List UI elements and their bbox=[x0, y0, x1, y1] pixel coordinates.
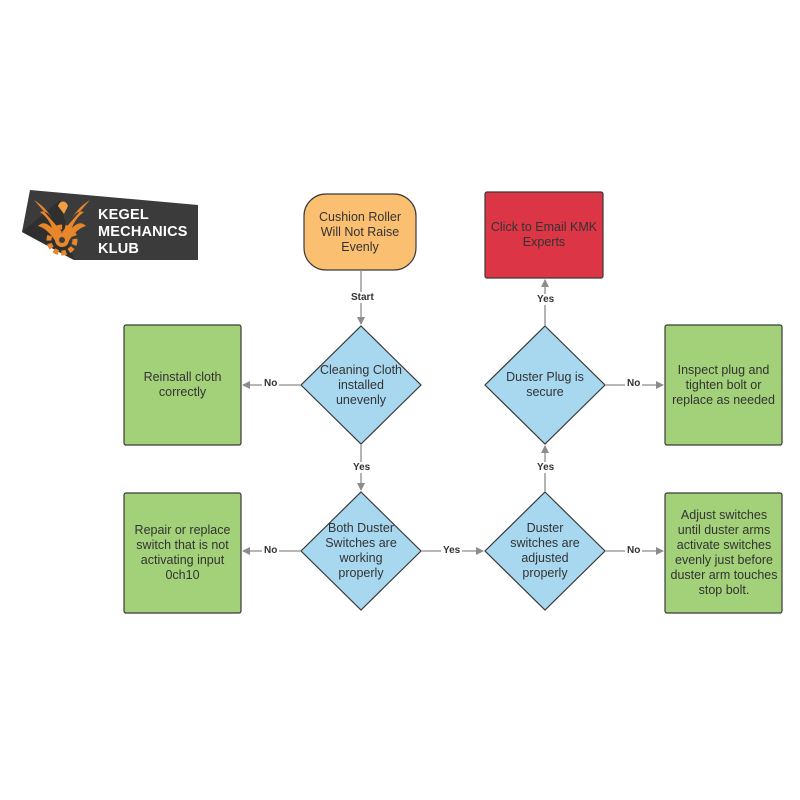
edge-label-switches-no: No bbox=[262, 545, 280, 556]
adjusted-decision-label: Duster switches are adjusted properly bbox=[510, 521, 580, 580]
inspect-action-label: Inspect plug and tighten bolt or replace… bbox=[672, 362, 775, 407]
start-node bbox=[303, 193, 417, 271]
adjust-action bbox=[664, 492, 783, 614]
switches-decision bbox=[300, 491, 422, 611]
edge-label-cloth-yes: Yes bbox=[351, 462, 373, 473]
repair-action bbox=[123, 492, 242, 614]
repair-action-label: Repair or replace switch that is not act… bbox=[134, 523, 231, 582]
logo-wordmark: KEGEL MECHANICS KLUB bbox=[98, 207, 188, 258]
edge-label-switches-yes: Yes bbox=[441, 545, 463, 556]
switches-decision-label: Both Duster Switches are working properl… bbox=[325, 521, 397, 580]
edge-label-adjusted-yes: Yes bbox=[535, 462, 557, 473]
edge-label-start: Start bbox=[349, 292, 376, 303]
edge-label-cloth-no: No bbox=[262, 378, 280, 389]
logo-line-3: KLUB bbox=[98, 241, 140, 257]
edge-label-plug-no: No bbox=[625, 378, 643, 389]
inspect-action bbox=[664, 324, 783, 446]
reinstall-action bbox=[123, 324, 242, 446]
logo-line-2: MECHANICS bbox=[98, 224, 188, 240]
phoenix-gear-icon bbox=[34, 200, 90, 256]
adjust-action-label: Adjust switches until duster arms activa… bbox=[670, 508, 778, 597]
edge-label-adjusted-no: No bbox=[625, 545, 643, 556]
plug-decision-label: Duster Plug is secure bbox=[506, 370, 584, 399]
start-node-label: Cushion Roller Will Not Raise Evenly bbox=[319, 209, 401, 254]
adjusted-decision bbox=[484, 491, 606, 611]
edge-label-plug-yes: Yes bbox=[535, 294, 557, 305]
plug-decision bbox=[484, 325, 606, 445]
logo-line-1: KEGEL bbox=[98, 207, 149, 223]
reinstall-action-label: Reinstall cloth correctly bbox=[143, 370, 222, 399]
email-kmk-label[interactable]: Click to Email KMK Experts bbox=[490, 220, 598, 249]
email-kmk-button[interactable] bbox=[484, 191, 604, 279]
cloth-decision-label: Cleaning Cloth installed unevenly bbox=[320, 362, 402, 407]
